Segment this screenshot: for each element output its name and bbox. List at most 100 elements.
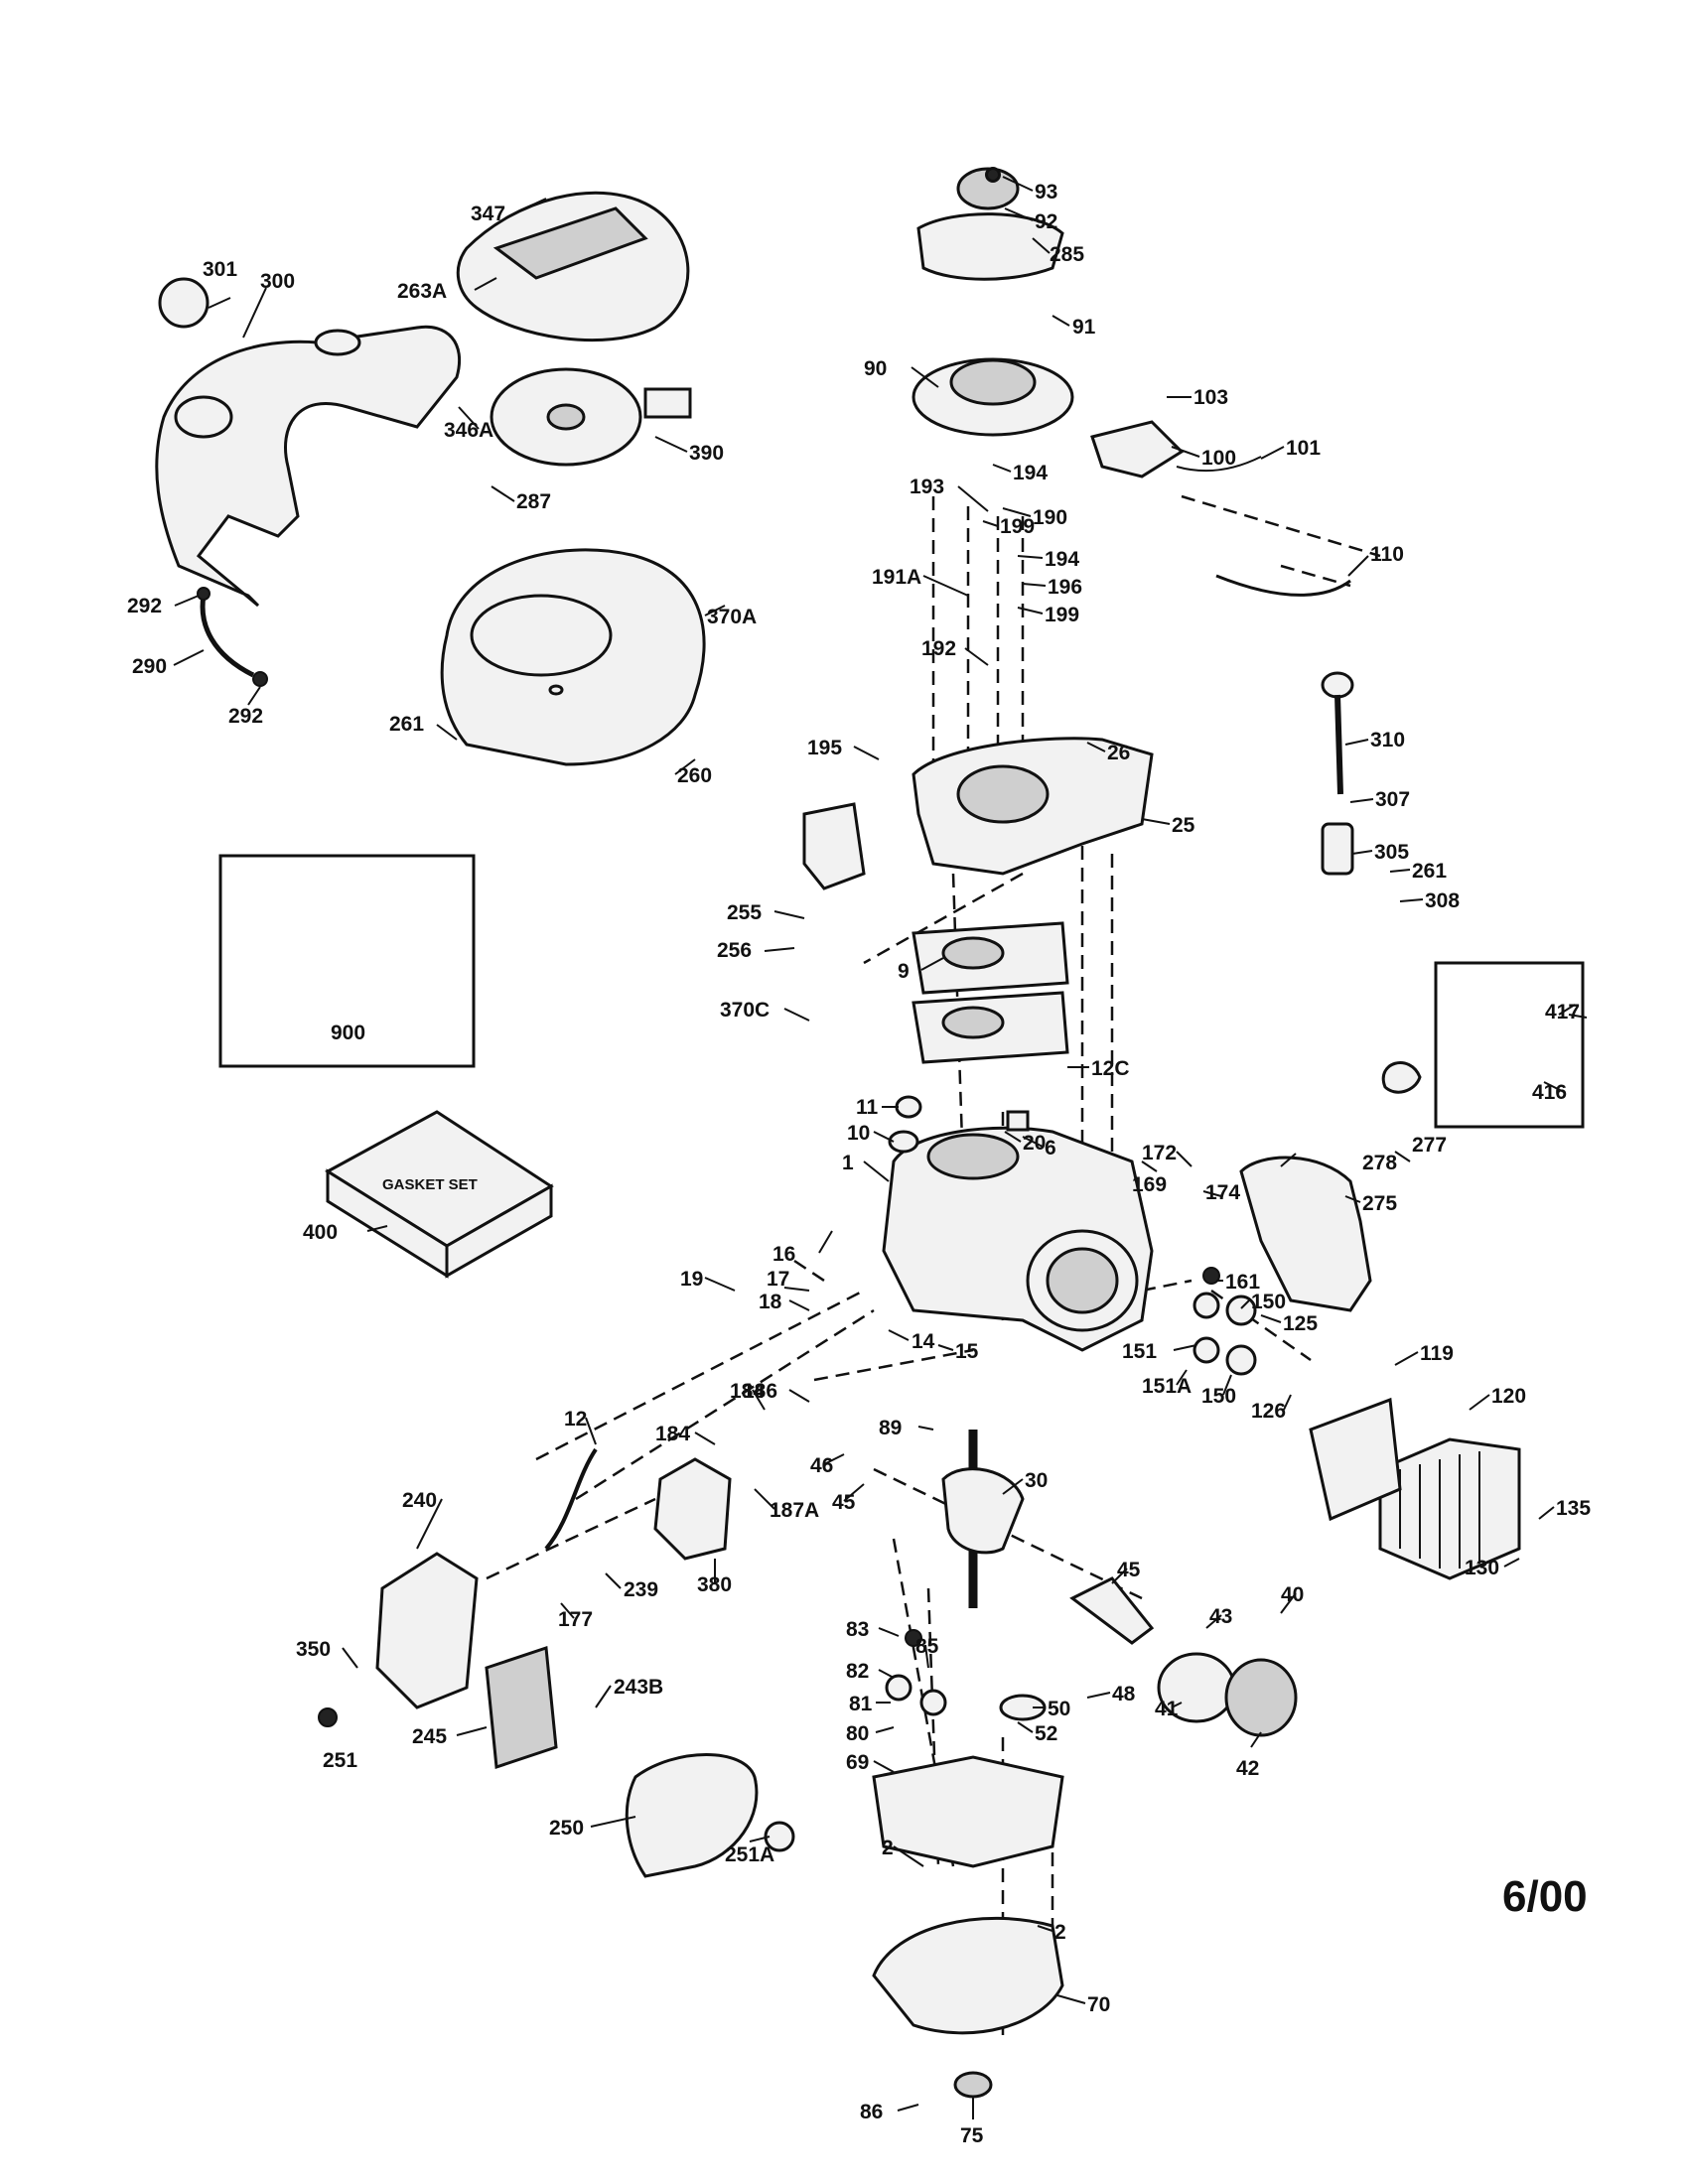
callout-130: 130	[1465, 1557, 1499, 1579]
callout-labels: 347 93 92 285 301 300 263A 91 90 103 346…	[127, 181, 1591, 2147]
callout-12C: 12C	[1091, 1057, 1130, 1080]
callout-69: 69	[846, 1751, 869, 1774]
callout-194a: 194	[1013, 462, 1048, 484]
callout-184a: 184	[730, 1380, 765, 1403]
callout-1: 1	[842, 1152, 854, 1174]
callout-187A: 187A	[770, 1499, 819, 1522]
callout-70: 70	[1087, 1993, 1110, 2016]
callout-30: 30	[1025, 1469, 1048, 1492]
inset-box-416	[1434, 961, 1585, 1129]
callout-192: 192	[921, 637, 956, 660]
callout-135: 135	[1556, 1497, 1591, 1520]
callout-12: 12	[564, 1408, 587, 1431]
callout-42: 42	[1236, 1757, 1259, 1780]
callout-308: 308	[1425, 889, 1460, 912]
callout-119: 119	[1420, 1342, 1454, 1365]
callout-151A: 151A	[1142, 1375, 1192, 1398]
callout-193: 193	[910, 476, 944, 498]
callout-19: 19	[680, 1268, 703, 1291]
callout-287: 287	[516, 490, 551, 513]
callout-250: 250	[549, 1817, 584, 1840]
callout-194b: 194	[1045, 548, 1079, 571]
callout-150a: 150	[1251, 1291, 1286, 1313]
date-code: 6/00	[1502, 1872, 1588, 1921]
callout-9: 9	[898, 960, 910, 983]
callout-150b: 150	[1201, 1385, 1236, 1408]
callout-416: 416	[1532, 1081, 1567, 1104]
callout-174: 174	[1205, 1181, 1240, 1204]
callout-292b: 292	[228, 705, 263, 728]
callout-93: 93	[1035, 181, 1057, 204]
callout-177: 177	[558, 1608, 593, 1631]
callout-243B: 243B	[614, 1676, 663, 1699]
callout-292a: 292	[127, 595, 162, 617]
callout-191A: 191A	[872, 566, 921, 589]
callout-151a: 151	[1122, 1340, 1157, 1363]
callout-48a: 48	[1112, 1683, 1136, 1706]
callout-45a: 45	[832, 1491, 856, 1514]
callout-277: 277	[1412, 1134, 1447, 1157]
callout-239: 239	[624, 1578, 658, 1601]
callout-103: 103	[1193, 386, 1228, 409]
callout-101: 101	[1286, 437, 1321, 460]
callout-40: 40	[1281, 1583, 1304, 1606]
callout-89: 89	[879, 1417, 902, 1439]
callout-300: 300	[260, 270, 295, 293]
callout-255: 255	[727, 901, 762, 924]
callout-161: 161	[1225, 1271, 1260, 1294]
callout-46: 46	[810, 1454, 833, 1477]
callout-16: 16	[772, 1243, 795, 1266]
callout-900: 900	[331, 1022, 365, 1044]
callout-17: 17	[767, 1268, 789, 1291]
callout-125: 125	[1283, 1312, 1318, 1335]
callout-301: 301	[203, 258, 237, 281]
callout-2b: 2	[1054, 1921, 1066, 1944]
callout-380: 380	[697, 1573, 732, 1596]
callout-275: 275	[1362, 1192, 1397, 1215]
callout-186: 186	[743, 1380, 777, 1403]
gasket-set-text: GASKET SET	[382, 1176, 478, 1193]
callout-85: 85	[915, 1635, 939, 1658]
callout-52: 52	[1035, 1722, 1057, 1745]
part-shapes: GASKET SET	[155, 167, 1521, 2099]
callout-81: 81	[849, 1693, 873, 1715]
callout-41: 41	[1155, 1698, 1179, 1720]
callout-251A: 251A	[725, 1843, 774, 1866]
callout-347: 347	[471, 203, 505, 225]
callout-256: 256	[717, 939, 752, 962]
callout-18: 18	[759, 1291, 782, 1313]
callout-92: 92	[1035, 210, 1057, 233]
callout-278: 278	[1362, 1152, 1397, 1174]
callout-10: 10	[847, 1122, 870, 1145]
callout-307: 307	[1375, 788, 1410, 811]
callout-15: 15	[955, 1340, 979, 1363]
callout-260: 260	[677, 764, 712, 787]
leader-lines	[173, 176, 1588, 2119]
callout-390: 390	[689, 442, 724, 465]
callout-6: 6	[1045, 1137, 1056, 1160]
callout-261b: 261	[1412, 860, 1447, 883]
callout-310: 310	[1370, 729, 1405, 751]
callout-417: 417	[1545, 1001, 1580, 1024]
callout-83: 83	[846, 1618, 869, 1641]
callout-169: 169	[1132, 1173, 1167, 1196]
callout-126: 126	[1251, 1400, 1286, 1423]
callout-370A: 370A	[707, 606, 757, 628]
callout-245: 245	[412, 1725, 447, 1748]
callout-80: 80	[846, 1722, 869, 1745]
callout-305: 305	[1374, 841, 1409, 864]
callout-25: 25	[1172, 814, 1195, 837]
callout-290: 290	[132, 655, 167, 678]
callout-196: 196	[1048, 576, 1082, 599]
callout-199a: 199	[1000, 515, 1035, 538]
callout-120: 120	[1491, 1385, 1526, 1408]
callout-20: 20	[1023, 1132, 1046, 1155]
callout-14: 14	[912, 1330, 935, 1353]
callout-350: 350	[296, 1638, 331, 1661]
callout-11: 11	[856, 1096, 879, 1119]
callout-90: 90	[864, 357, 887, 380]
callout-263A: 263A	[397, 280, 447, 303]
callout-190: 190	[1033, 506, 1067, 529]
inset-box-900	[218, 854, 476, 1068]
